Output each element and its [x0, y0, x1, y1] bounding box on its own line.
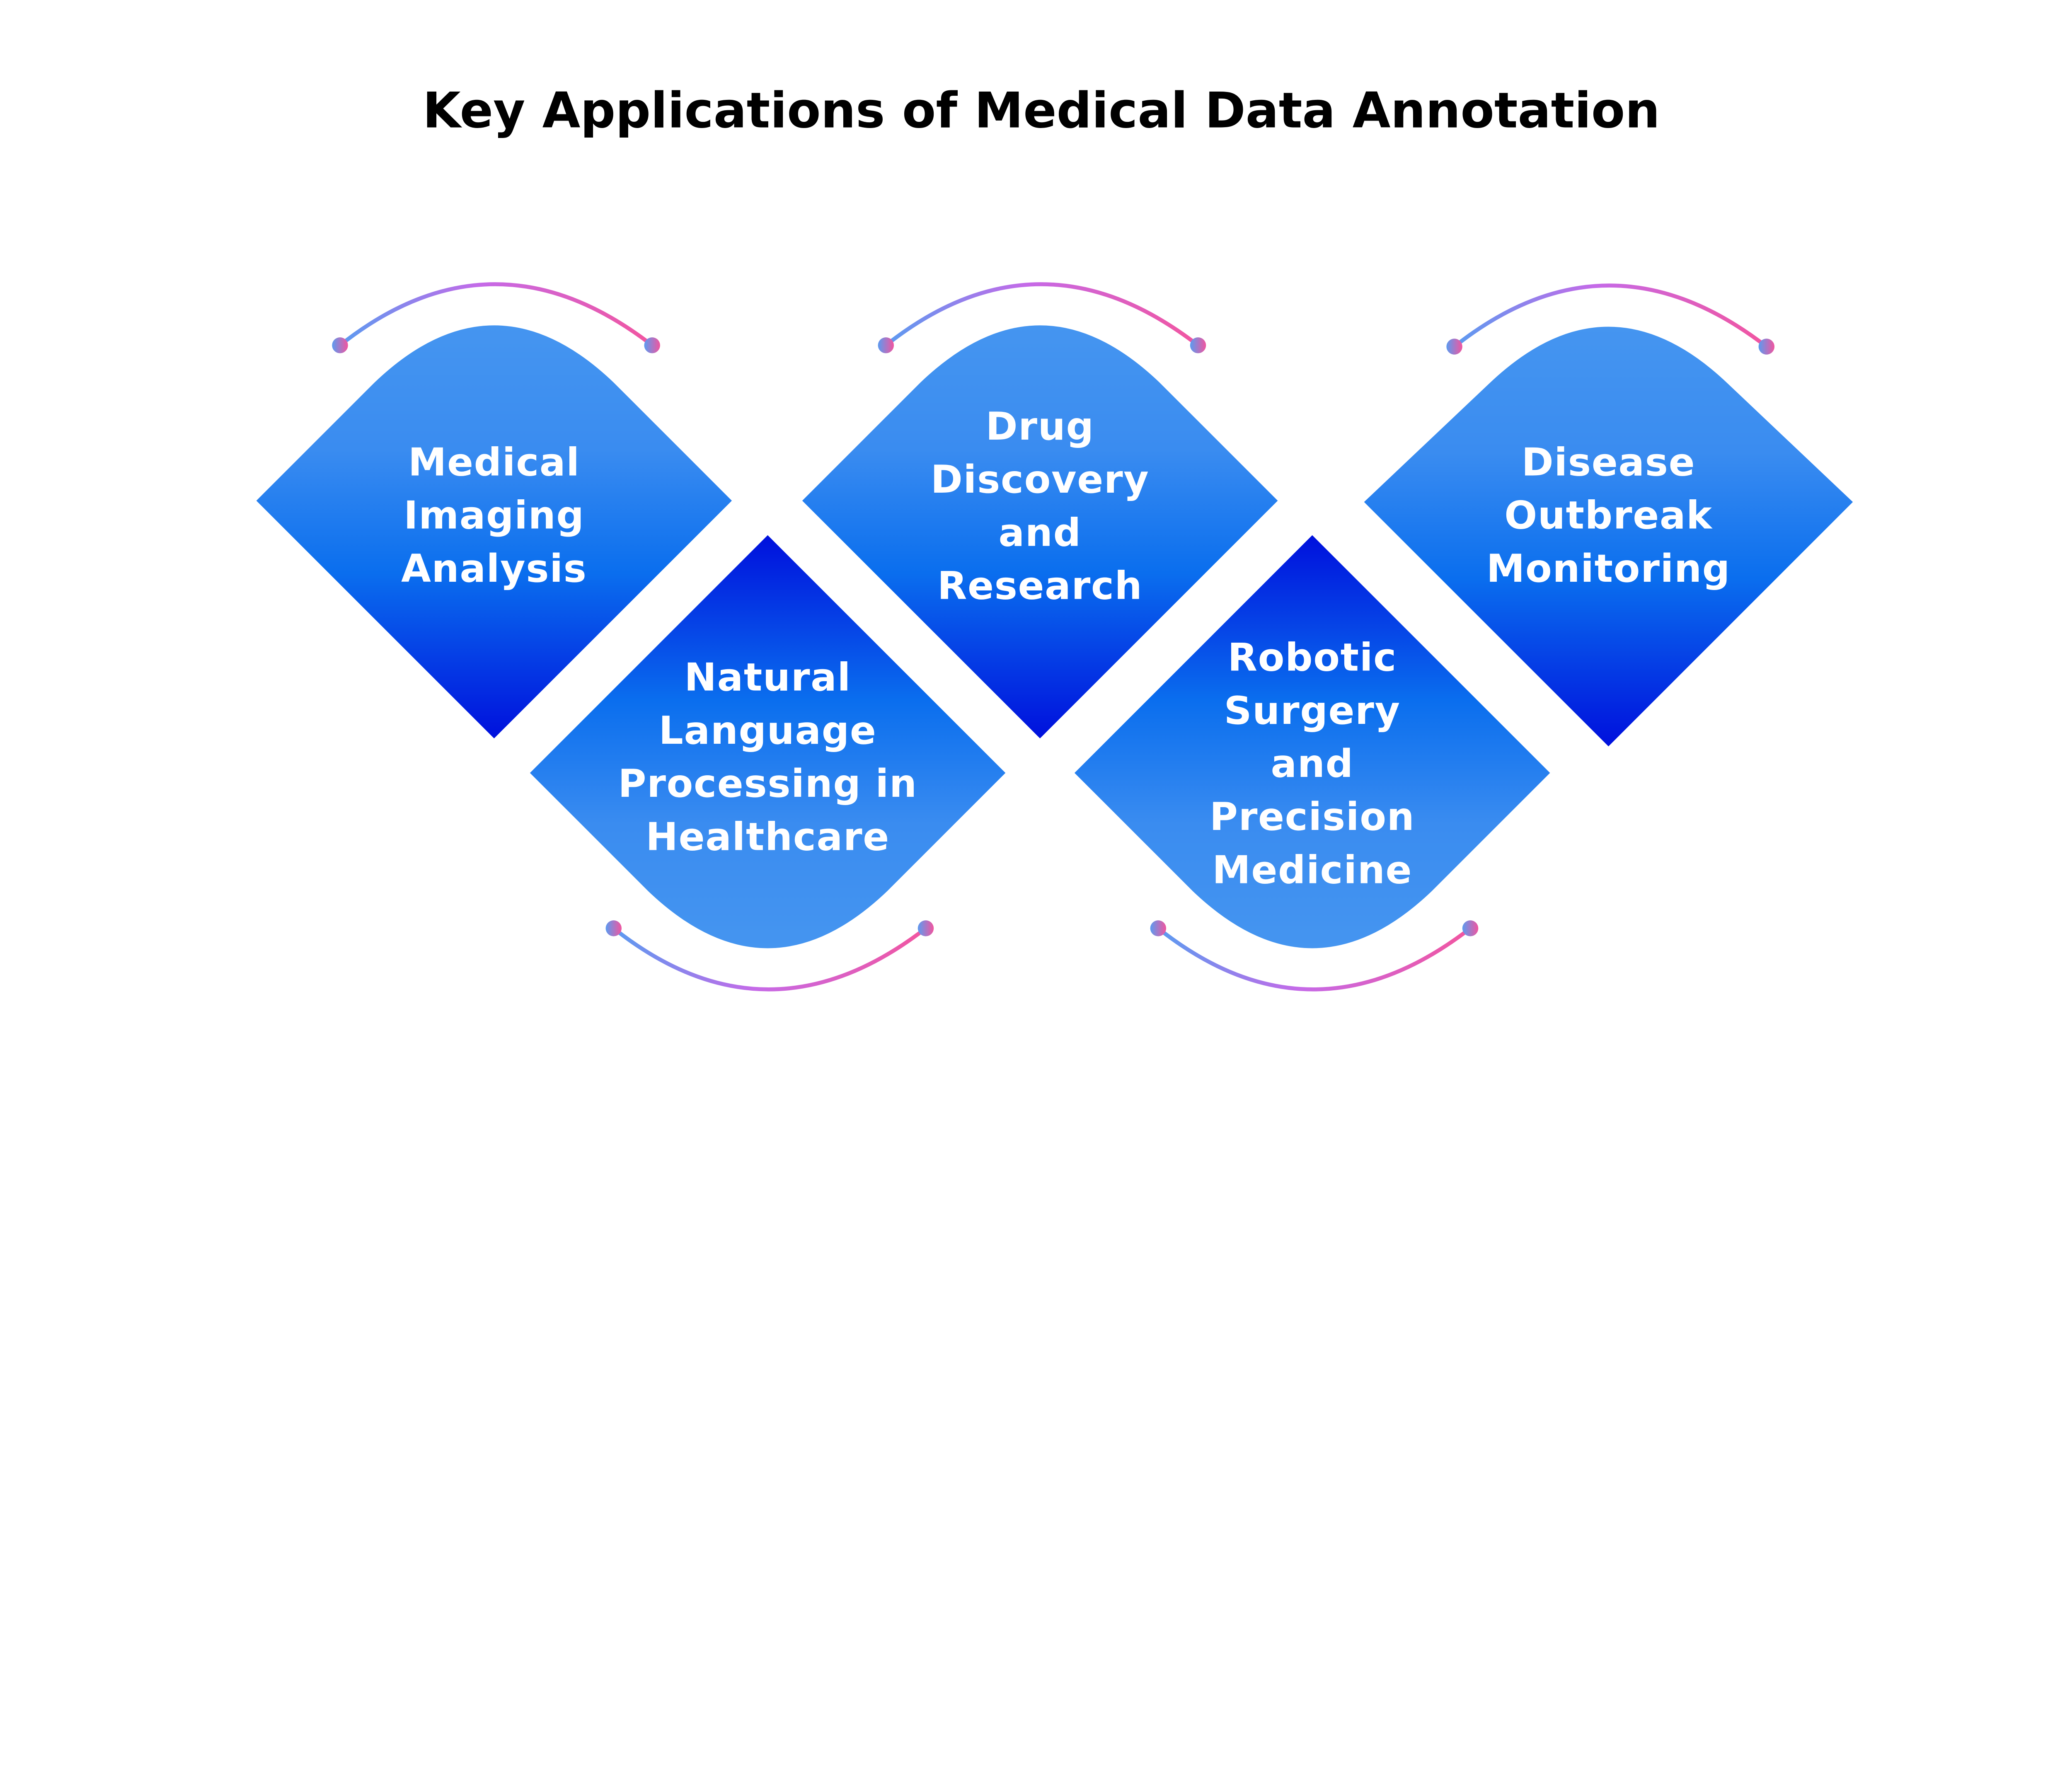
card-label-line: Language: [659, 708, 877, 753]
arc-end-dot-icon: [1758, 339, 1775, 355]
card-label-line: Medical: [408, 440, 580, 484]
card-label-line: Discovery: [931, 457, 1150, 502]
card-label-line: Outbreak: [1504, 493, 1713, 538]
diamond-shape: [530, 535, 1006, 948]
diamond-shape: [1074, 535, 1550, 948]
decorative-arc: [339, 282, 654, 347]
arc-end-dot-icon: [1150, 920, 1167, 936]
card-label-line: Disease: [1522, 440, 1696, 484]
arc-end-dot-icon: [1446, 339, 1462, 355]
diamond-shape: [256, 325, 732, 739]
card-label-line: Medicine: [1212, 847, 1412, 892]
page-title: Key Applications of Medical Data Annotat…: [423, 82, 1660, 139]
arc-end-dot-icon: [878, 337, 894, 353]
decorative-arc: [612, 926, 927, 992]
card-label-line: Drug: [986, 404, 1094, 449]
decorative-arc: [1453, 283, 1768, 348]
card-label-line: and: [999, 510, 1082, 555]
applications-diagram: Key Applications of Medical Data Annotat…: [256, 82, 1853, 992]
arc-end-dot-icon: [917, 920, 934, 936]
card-label-line: Monitoring: [1486, 546, 1731, 591]
card-label-line: Imaging: [404, 493, 584, 538]
card-label-line: Research: [937, 564, 1143, 608]
decorative-arc: [884, 282, 1199, 347]
diamond-shape: [1364, 327, 1853, 747]
arc-end-dot-icon: [644, 337, 660, 353]
arc-end-dot-icon: [605, 920, 622, 936]
card-label-line: Processing in: [618, 761, 917, 806]
card-label-line: Healthcare: [646, 814, 890, 859]
card-label-line: Surgery: [1224, 688, 1401, 733]
arc-end-dot-icon: [1190, 337, 1206, 353]
card-label-line: Robotic: [1227, 635, 1397, 680]
decorative-arc: [1157, 926, 1472, 992]
arc-end-dot-icon: [1462, 920, 1479, 936]
card-label-line: and: [1271, 741, 1354, 786]
card-label-line: Natural: [684, 655, 851, 700]
card-label-line: Precision: [1210, 794, 1415, 839]
arc-end-dot-icon: [332, 337, 348, 353]
card-label-line: Analysis: [401, 546, 587, 591]
diamond-shape: [802, 325, 1278, 739]
